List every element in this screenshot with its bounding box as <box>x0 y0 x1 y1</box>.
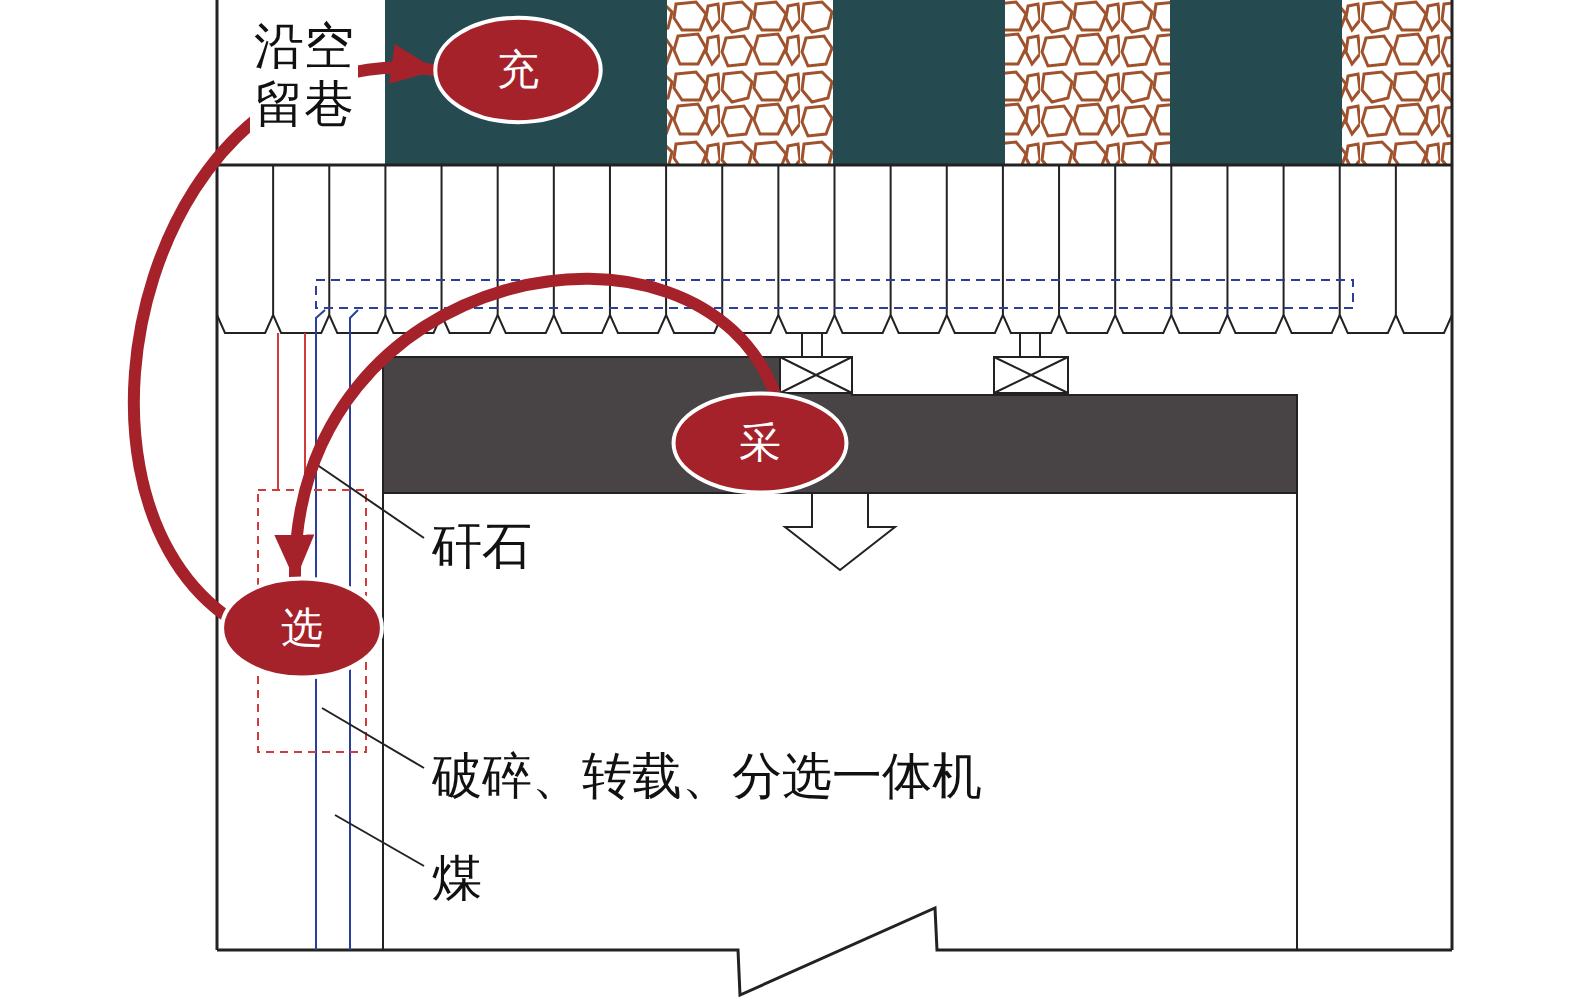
frame-line <box>1451 0 1454 950</box>
node-text: 采 <box>739 420 781 466</box>
process-ellipse: 充 <box>430 12 606 128</box>
shearer <box>383 357 1297 493</box>
gangue-fill <box>1342 0 1452 165</box>
process-ellipse: 选 <box>217 573 387 683</box>
part-label: 煤 <box>432 850 482 908</box>
advance-arrow <box>785 493 895 570</box>
process-ellipse: 采 <box>668 388 852 498</box>
flow-arrow <box>134 67 435 615</box>
gangue-fill <box>667 0 833 165</box>
gangue-line <box>277 333 279 490</box>
backfill-band <box>385 0 1452 165</box>
part-label: 破碎、转载、分选一体机 <box>432 748 982 806</box>
hydraulic-supports <box>217 165 1452 333</box>
node-text: 充 <box>497 47 539 93</box>
roadway-label: 沿空留巷 <box>250 16 358 135</box>
leader-line <box>310 460 424 538</box>
jack-symbol <box>780 333 1068 393</box>
break-line <box>217 908 1452 995</box>
node-text: 选 <box>281 605 323 651</box>
leader-line <box>335 815 424 866</box>
gangue-line <box>304 333 306 490</box>
conveyor-outline <box>316 280 1353 308</box>
gangue-fill <box>1005 0 1170 165</box>
leader-line <box>322 708 424 768</box>
frame-line <box>216 0 219 950</box>
part-label: 矸石 <box>432 518 532 576</box>
